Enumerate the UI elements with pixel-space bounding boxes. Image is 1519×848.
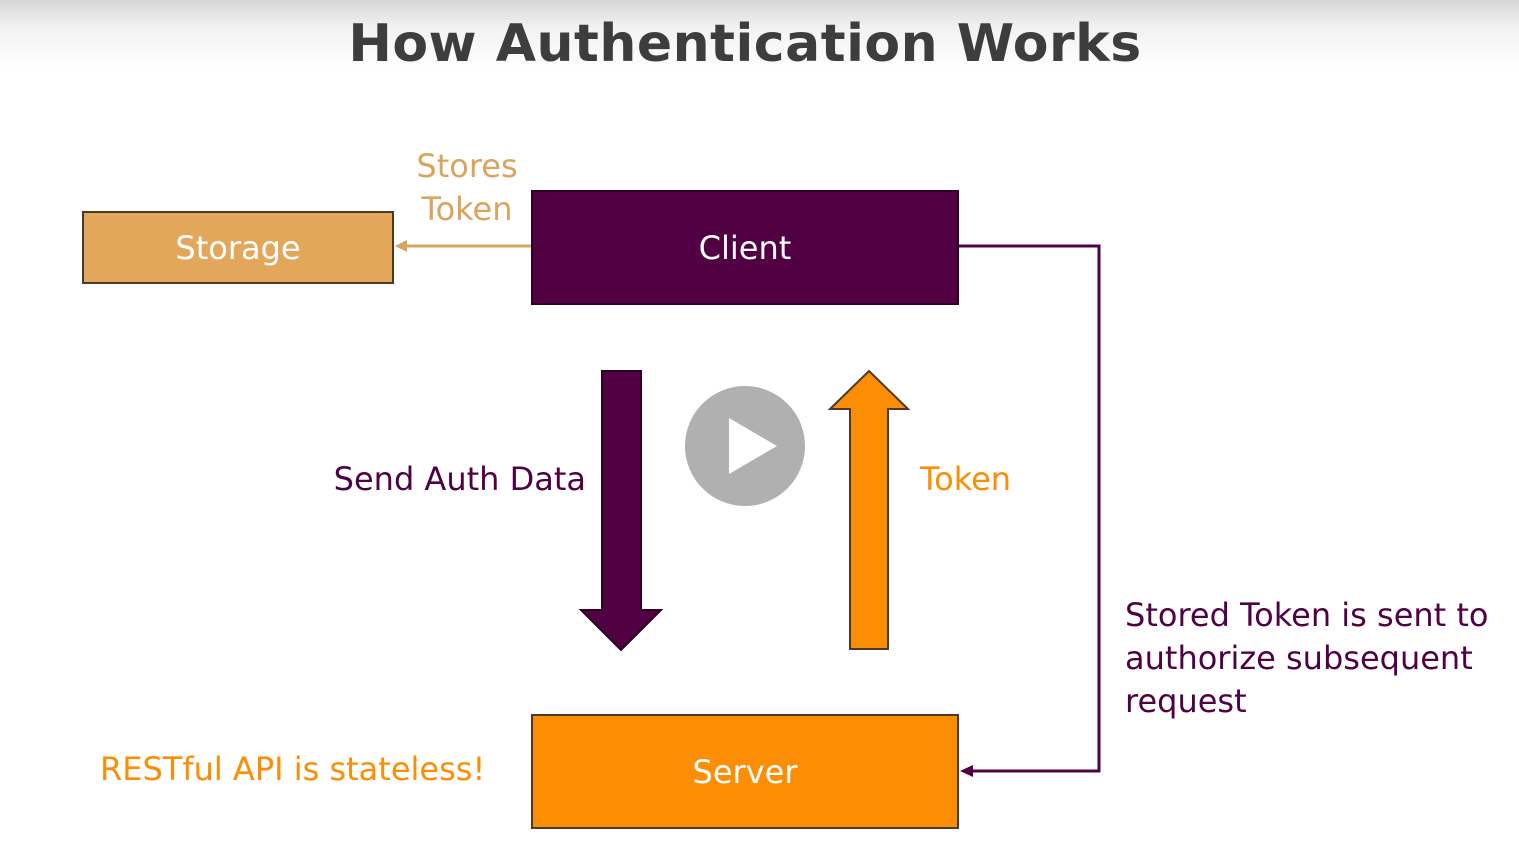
stored-token-line-2: authorize subsequent [1125,639,1473,677]
storage-node: Storage [82,211,394,284]
stores-token-line-2: Token [421,190,513,228]
stores-token-line-1: Stores [416,147,518,185]
stored-token-line-3: request [1125,682,1247,720]
stored-token-label: Stored Token is sent to authorize subseq… [1125,594,1515,723]
client-node: Client [531,190,959,305]
client-node-label: Client [698,228,792,267]
stores-token-arrow [395,240,531,252]
token-label: Token [920,460,1012,498]
server-node-label: Server [692,752,798,791]
send-auth-data-label: Send Auth Data [333,460,586,498]
restful-note: RESTful API is stateless! [100,750,486,788]
stored-token-arrow [959,244,1101,777]
stores-token-label: Stores Token [404,145,530,231]
title-bar-shade [0,0,1519,70]
storage-node-label: Storage [175,228,301,267]
send-auth-data-arrow [578,370,664,652]
server-node: Server [531,714,959,829]
stored-token-line-1: Stored Token is sent to [1125,596,1489,634]
play-icon [729,418,777,474]
token-arrow [827,369,911,650]
play-button[interactable] [685,386,805,506]
slide-title: How Authentication Works [348,14,1142,74]
